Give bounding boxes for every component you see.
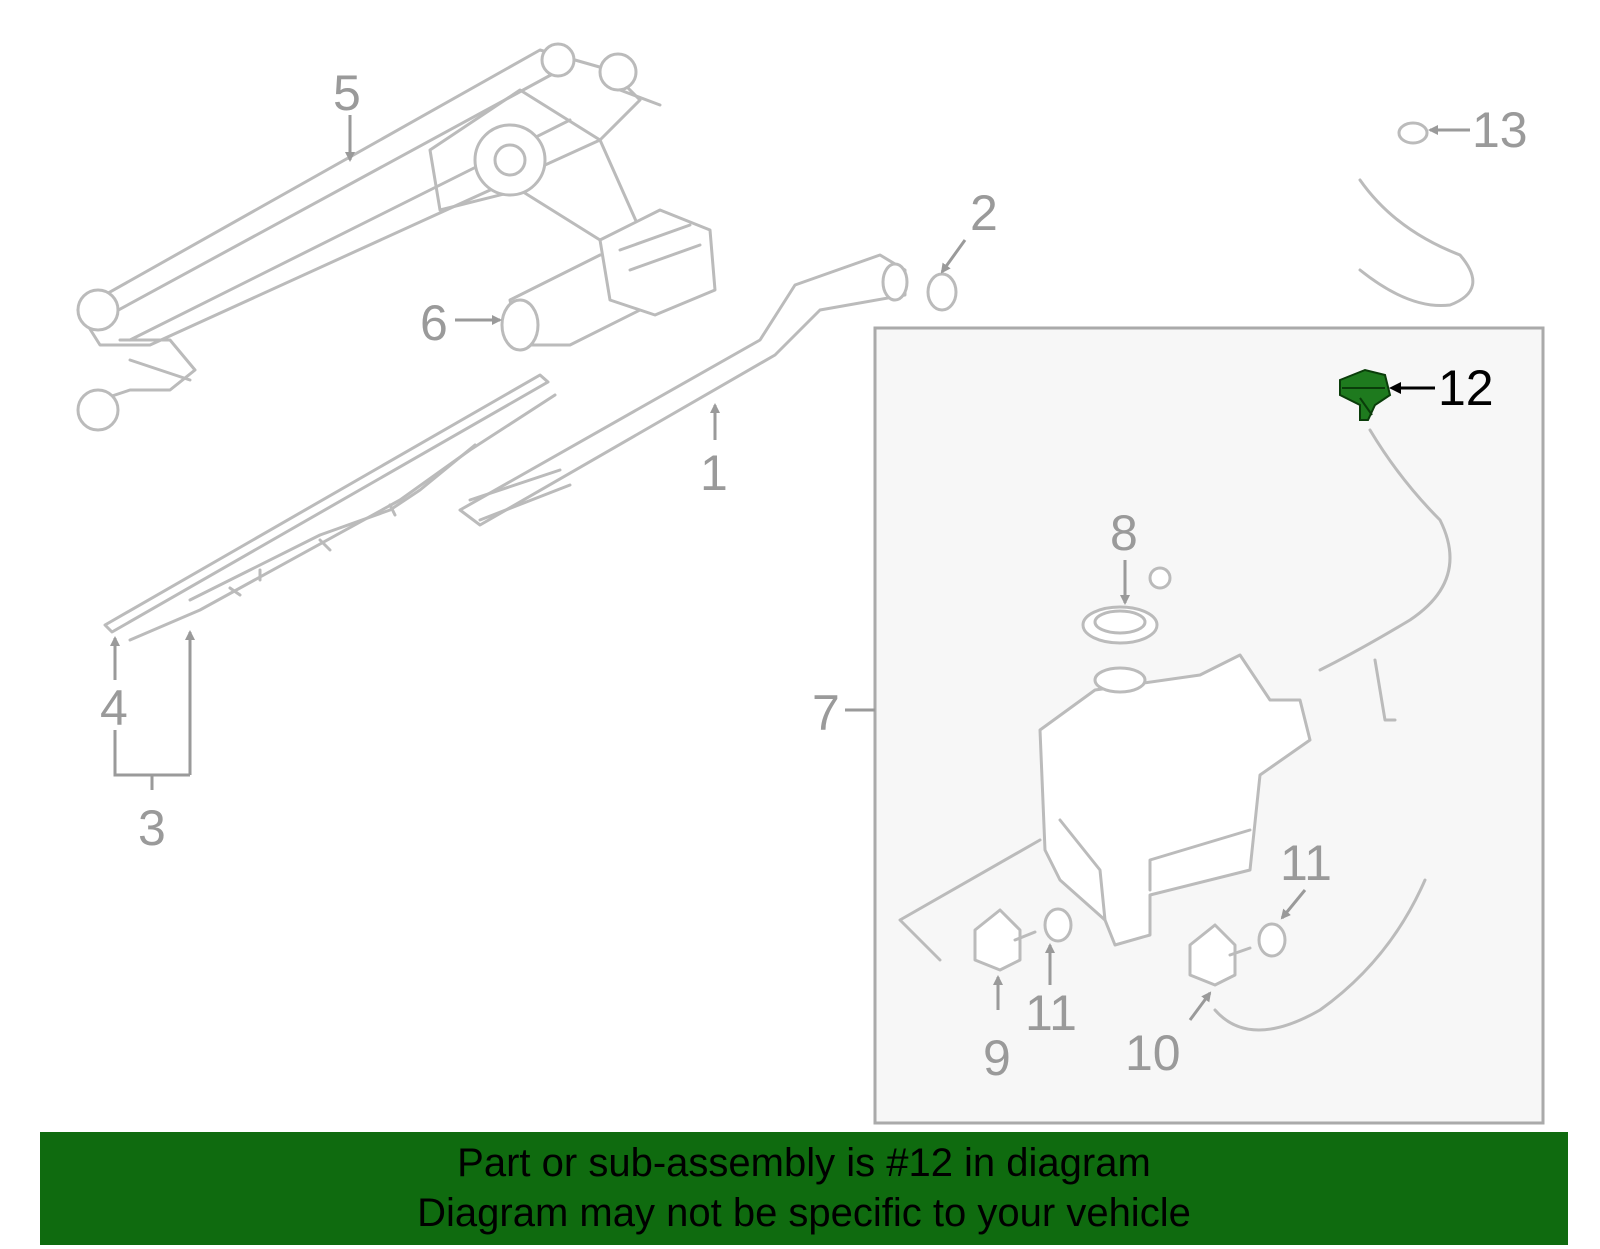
callout-12: 12 [1438,360,1494,416]
washer-nozzle-highlight [1339,368,1392,421]
callout-9: 9 [983,1030,1011,1086]
callout-10: 10 [1125,1025,1181,1081]
pivot-cap [926,272,958,312]
banner-line-2: Diagram may not be specific to your vehi… [417,1191,1191,1235]
info-banner: Part or sub-assembly is #12 in diagram D… [40,1132,1568,1245]
washer-pumps [973,907,1287,987]
callout-1: 1 [700,445,728,501]
wiper-motor [500,208,717,352]
reservoir-cap [1081,566,1172,645]
callout-arrows [110,115,1470,1021]
callout-4: 4 [100,680,128,736]
callout-3: 3 [138,800,166,856]
callout-8: 8 [1110,505,1138,561]
callout-11-left: 11 [1025,985,1077,1041]
callout-13: 13 [1472,102,1528,158]
banner-line-1: Part or sub-assembly is #12 in diagram [457,1141,1151,1185]
callout-2: 2 [970,185,998,241]
washer-reservoir [1038,653,1312,947]
callout-7: 7 [812,685,840,741]
wiper-blade [103,373,557,642]
washer-hoses [898,121,1475,1032]
wiper-linkage [76,42,662,432]
callout-5: 5 [333,65,361,121]
wiper-arm [458,253,909,527]
callout-11-right: 11 [1280,835,1332,891]
callout-6: 6 [420,295,448,351]
